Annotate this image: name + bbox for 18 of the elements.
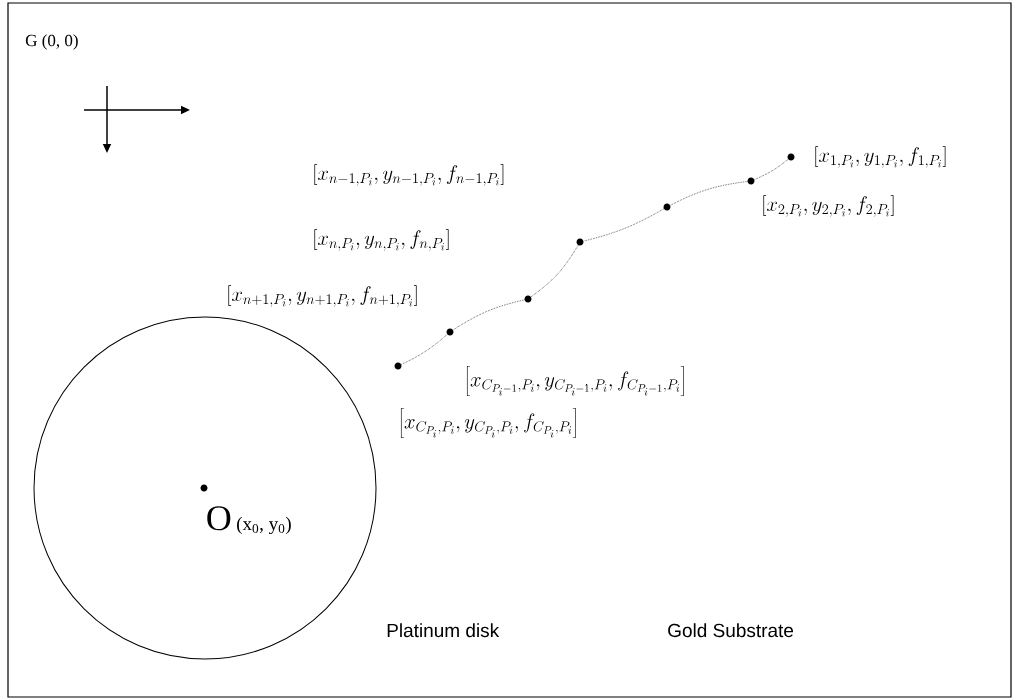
origin-label: G (0, 0) (25, 34, 78, 50)
dotted-path (530, 244, 579, 298)
substrate-label: Gold Substrate (668, 623, 794, 638)
coordinate-label: $\left[x_{n,P_i}, y_{n,P_i}, f_{n,P_i}\right]$ (314, 229, 449, 251)
coordinate-label: $\left[x_{n+1,P_i}, y_{n+1,P_i}, f_{n+1,P_i}\right]$ (228, 285, 417, 307)
coordinate-label: $\left[x_{2,P_i}, y_{2,P_i}, f_{2,P_i}\right]$ (763, 195, 894, 217)
coordinate-label: $\left[x_{C_{P_i},P_i}, y_{C_{P_i},P_i}, f_{C_{P_i},P_i}\right]$ (400, 408, 576, 438)
dotted-path (583, 208, 665, 242)
dotted-path (401, 334, 448, 365)
dotted-path (754, 158, 789, 180)
coordinate-label: (x$_{0}$, y$_{0}$) (237, 516, 291, 535)
coordinate-label: $\left[x_{n-1,P_i}, y_{n-1,P_i}, f_{n-1,P_i}\right]$ (314, 164, 504, 186)
dotted-path (669, 181, 748, 206)
disk-label: Platinum disk (387, 623, 500, 638)
dotted-path (452, 299, 525, 331)
center-label: O (207, 506, 231, 531)
coordinate-label: $\left[x_{C_{P_i-1},P_i}, y_{C_{P_i-1},P_i}, f_{C_{P_i-1},P_i}\right]$ (466, 366, 684, 396)
coordinate-label: $\left[x_{1,P_i}, y_{1,P_i}, f_{1,P_i}\right]$ (815, 146, 946, 168)
